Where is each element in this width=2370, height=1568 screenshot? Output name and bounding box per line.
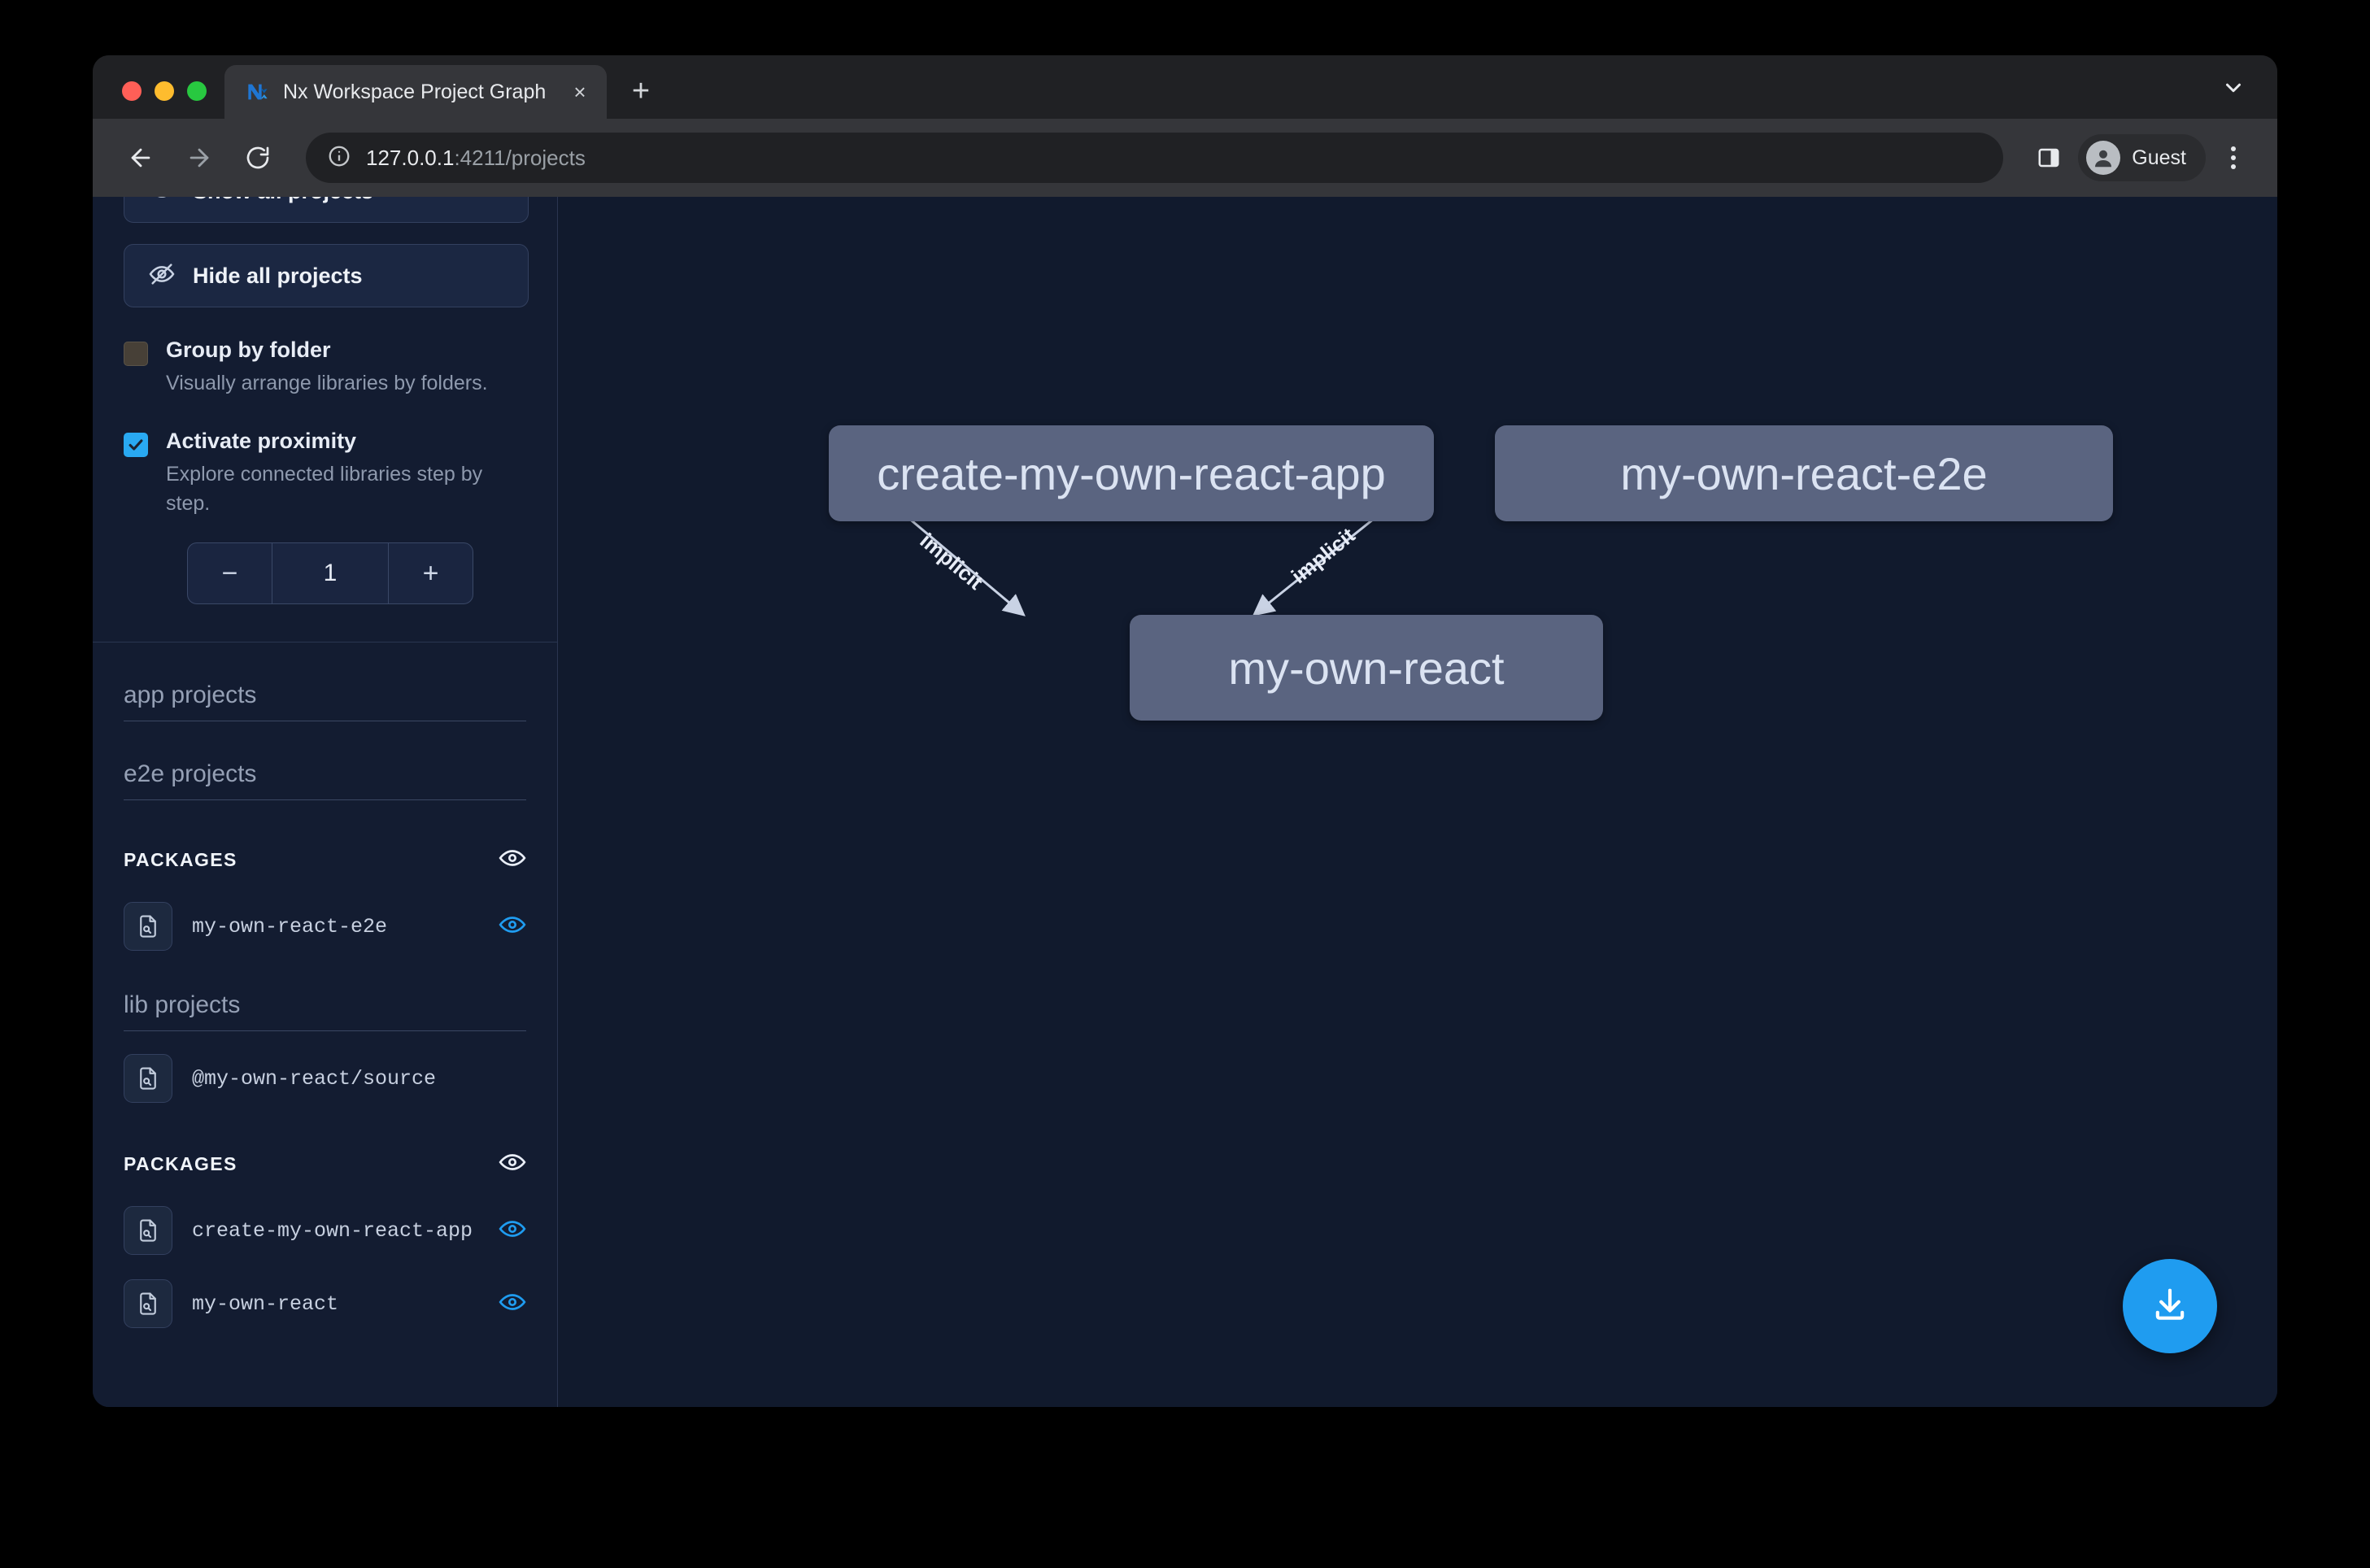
eye-off-icon	[149, 261, 175, 291]
show-all-projects-button[interactable]: Show all projects	[124, 197, 529, 223]
proximity-increment-button[interactable]: +	[388, 543, 473, 604]
eye-icon[interactable]	[499, 911, 526, 943]
address-bar[interactable]: 127.0.0.1:4211/projects	[306, 133, 2004, 183]
page-content: Show all projects Hide all projects	[93, 197, 2277, 1407]
back-arrow-icon[interactable]	[115, 133, 166, 183]
graph-node-label: my-own-react	[1228, 642, 1505, 694]
group-header-lib-projects: lib projects	[124, 991, 526, 1032]
group-header-label: e2e projects	[124, 760, 257, 788]
graph-edge-label: implicit	[915, 528, 987, 595]
proximity-value: 1	[323, 560, 338, 587]
eye-icon[interactable]	[499, 844, 526, 876]
eye-icon[interactable]	[499, 1148, 526, 1180]
nx-logo-icon	[246, 80, 270, 104]
graph-node-label: create-my-own-react-app	[877, 447, 1386, 499]
eye-icon[interactable]	[499, 1288, 526, 1320]
list-item-label: my-own-react	[192, 1291, 339, 1316]
url-path: :4211/projects	[454, 145, 586, 170]
activate-proximity-label: Activate proximity	[166, 428, 357, 453]
sidebar: Show all projects Hide all projects	[93, 197, 558, 1407]
avatar	[2086, 141, 2121, 175]
packages-header-lib: PACKAGES	[124, 1148, 526, 1183]
packages-header-label: PACKAGES	[124, 1153, 237, 1175]
eye-icon	[149, 197, 175, 207]
browser-tab[interactable]: Nx Workspace Project Graph ×	[224, 65, 607, 119]
group-header-e2e-projects: e2e projects	[124, 760, 526, 801]
packages-header-label: PACKAGES	[124, 849, 237, 871]
group-by-folder-option[interactable]: Group by folder Visually arrange librari…	[124, 337, 526, 399]
new-tab-button[interactable]: +	[631, 74, 651, 108]
list-item-label: my-own-react-e2e	[192, 914, 388, 939]
proximity-decrement-button[interactable]: −	[188, 543, 272, 604]
forward-arrow-icon[interactable]	[174, 133, 224, 183]
show-all-projects-label: Show all projects	[193, 197, 373, 204]
window-controls	[93, 81, 224, 119]
toolbar-actions: Guest	[2026, 134, 2255, 181]
url-text: 127.0.0.1:4211/projects	[366, 146, 586, 171]
graph-node-my-own-react[interactable]: my-own-react	[1130, 615, 1603, 721]
side-panel-icon[interactable]	[2026, 135, 2072, 181]
kebab-menu-icon[interactable]	[2212, 135, 2255, 181]
proximity-stepper[interactable]: − 1 +	[187, 542, 473, 605]
group-by-folder-label: Group by folder	[166, 338, 331, 362]
list-item[interactable]: my-own-react	[124, 1278, 526, 1330]
reload-icon[interactable]	[233, 133, 283, 183]
graph-node-create-my-own-react-app[interactable]: create-my-own-react-app	[829, 425, 1434, 521]
hide-all-projects-button[interactable]: Hide all projects	[124, 244, 529, 307]
eye-icon[interactable]	[499, 1215, 526, 1247]
close-window-button[interactable]	[122, 81, 142, 101]
profile-button[interactable]: Guest	[2078, 134, 2206, 181]
hide-all-projects-label: Hide all projects	[193, 263, 363, 288]
group-header-label: app projects	[124, 682, 257, 709]
close-tab-icon[interactable]: ×	[573, 80, 586, 104]
chevron-down-icon[interactable]	[2214, 68, 2253, 107]
list-item-label: @my-own-react/source	[192, 1066, 437, 1091]
browser-window: Nx Workspace Project Graph × +	[93, 55, 2277, 1407]
download-icon	[2149, 1283, 2191, 1330]
minimize-window-button[interactable]	[155, 81, 174, 101]
file-search-icon	[124, 1279, 172, 1329]
download-button[interactable]	[2123, 1259, 2217, 1353]
packages-header-e2e: PACKAGES	[124, 844, 526, 879]
list-item[interactable]: my-own-react-e2e	[124, 900, 526, 952]
url-host: 127.0.0.1	[366, 145, 455, 170]
info-circle-icon[interactable]	[327, 144, 351, 172]
activate-proximity-checkbox[interactable]	[124, 432, 148, 457]
activate-proximity-option[interactable]: Activate proximity Explore connected lib…	[124, 428, 526, 518]
list-item[interactable]: create-my-own-react-app	[124, 1204, 526, 1257]
activate-proximity-description: Explore connected libraries step by step…	[166, 463, 483, 515]
profile-name: Guest	[2132, 146, 2186, 169]
project-graph-canvas[interactable]: implicit implicit create-my-own-react-ap…	[558, 197, 2277, 1407]
maximize-window-button[interactable]	[187, 81, 207, 101]
group-by-folder-checkbox[interactable]	[124, 342, 148, 366]
graph-edge-label: implicit	[1287, 523, 1360, 589]
list-item[interactable]: @my-own-react/source	[124, 1052, 526, 1104]
file-search-icon	[124, 902, 172, 952]
tab-strip: Nx Workspace Project Graph × +	[93, 55, 2277, 119]
graph-node-label: my-own-react-e2e	[1620, 447, 1988, 499]
list-item-label: create-my-own-react-app	[192, 1218, 473, 1243]
tab-title: Nx Workspace Project Graph	[283, 80, 547, 103]
graph-node-my-own-react-e2e[interactable]: my-own-react-e2e	[1495, 425, 2113, 521]
file-search-icon	[124, 1054, 172, 1104]
file-search-icon	[124, 1206, 172, 1256]
browser-toolbar: 127.0.0.1:4211/projects Guest	[93, 119, 2277, 197]
group-by-folder-description: Visually arrange libraries by folders.	[166, 372, 488, 395]
group-header-app-projects: app projects	[124, 682, 526, 722]
group-header-label: lib projects	[124, 991, 241, 1019]
graph-edges: implicit implicit	[887, 496, 1401, 616]
